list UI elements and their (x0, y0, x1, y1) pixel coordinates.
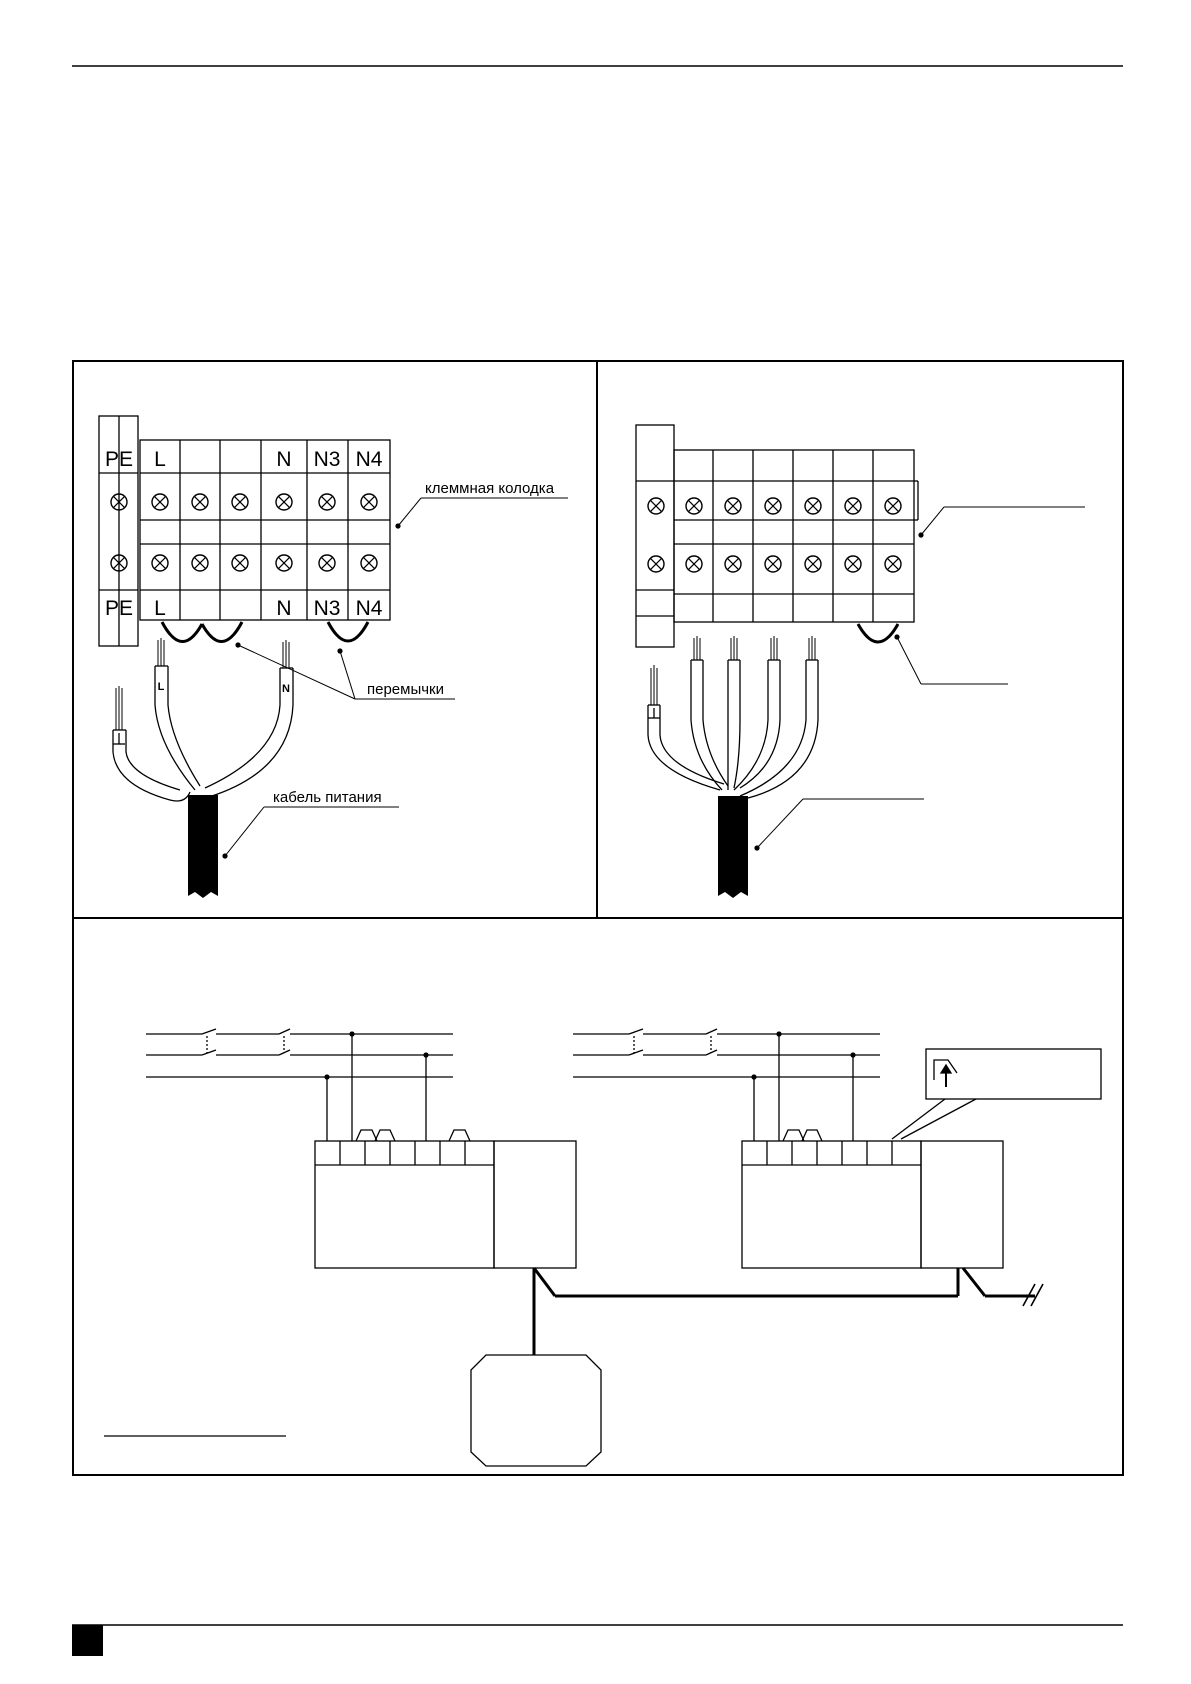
screw-icon (360, 493, 378, 511)
screw-icon (275, 493, 293, 511)
screw-icon (844, 555, 862, 573)
screw-icon (318, 554, 336, 572)
screw-icon (275, 554, 293, 572)
screw-icon (685, 497, 703, 515)
panel-1-jumpers (160, 621, 370, 643)
control-unit-left (314, 1140, 495, 1269)
panel-2-cable (647, 659, 819, 799)
ground-icon-2 (648, 708, 660, 719)
screw-icon (804, 497, 822, 515)
screw-icon (231, 554, 249, 572)
panel-1-cable (112, 665, 294, 802)
panel-3-junction-dots (324, 1031, 856, 1080)
screw-icon (191, 554, 209, 572)
terminal-block-2 (673, 449, 915, 623)
panel-2-screws (647, 497, 902, 573)
panel-2-wire-ends (650, 636, 816, 705)
sensor-symbol-icon (933, 1059, 958, 1087)
unit-right-terminals (766, 1129, 893, 1165)
panel-1-bottom-terminal-labels: PE L N N3 N4 (105, 597, 383, 620)
control-unit-right (741, 1140, 922, 1269)
terminal-label-l-bottom: L (154, 597, 166, 620)
terminal-label-n-bottom: N (276, 597, 291, 620)
supply-lines-right (573, 1028, 880, 1078)
screw-icon (647, 497, 665, 515)
screw-icon (884, 497, 902, 515)
terminal-label-pe-bottom: PE (105, 597, 133, 620)
screw-icon (110, 554, 128, 572)
panel-3 (104, 1028, 1102, 1467)
screw-icon (318, 493, 336, 511)
label-jumpers: перемычки (367, 681, 444, 698)
control-unit-right-aux (920, 1140, 1004, 1269)
wire-label-l: L (158, 681, 165, 693)
screw-icon (685, 555, 703, 573)
terminal-block (139, 439, 391, 621)
terminal-dividers-2 (712, 450, 874, 622)
wire-label-n: N (282, 683, 290, 695)
ground-icon (113, 733, 125, 745)
screw-icon (884, 555, 902, 573)
label-power-cable: кабель питания (273, 789, 382, 806)
panel-2-leaders (756, 506, 1085, 849)
wire-l (154, 666, 196, 791)
panel-1-leaders (224, 497, 568, 857)
screw-icon (191, 493, 209, 511)
wire-pe (112, 730, 191, 802)
panel-1-wire-ends (115, 638, 290, 730)
page-marker (72, 1625, 103, 1656)
label-terminal-block: клеммная колодка (425, 480, 555, 497)
terminal-label-n4-bottom: N4 (356, 597, 383, 620)
terminal-label-n3-top: N3 (314, 448, 341, 471)
terminal-label-n-top: N (276, 448, 291, 471)
panel-1-leader-dots (222, 523, 401, 859)
screw-icon (804, 555, 822, 573)
sensor-callout-box (925, 1048, 1102, 1100)
jumper-l (160, 621, 204, 643)
jumper-n3-n4 (326, 621, 370, 643)
screw-icon (764, 497, 782, 515)
control-unit-left-aux (493, 1140, 577, 1269)
power-cable-sheath (188, 795, 218, 898)
screw-icon (764, 555, 782, 573)
room-controller (470, 1354, 602, 1467)
terminal-label-n4-top: N4 (356, 448, 383, 471)
screw-icon (151, 554, 169, 572)
panel-1-top-terminal-labels: PE L N N3 N4 (105, 448, 383, 471)
power-cable-sheath-2 (718, 796, 748, 898)
panel-2-leader-dots (754, 532, 924, 851)
terminal-label-n3-bottom: N3 (314, 597, 341, 620)
pe-rail-2 (635, 424, 675, 648)
panel-1 (98, 415, 391, 647)
screw-icon (110, 493, 128, 511)
terminal-dividers (179, 440, 349, 620)
screw-icon (647, 555, 665, 573)
screw-icon (724, 497, 742, 515)
terminal-label-pe-top: PE (105, 448, 133, 471)
screw-icon (724, 555, 742, 573)
screw-icon (151, 493, 169, 511)
screw-icon (844, 497, 862, 515)
panel-1-screws (110, 493, 378, 572)
supply-lines-left (146, 1028, 453, 1078)
terminal-label-l-top: L (154, 448, 166, 471)
unit-left-terminals (339, 1129, 471, 1165)
panel-2 (635, 424, 919, 648)
jumper-l2 (200, 621, 244, 643)
jumper-panel-2 (856, 623, 900, 644)
wire-n (204, 668, 281, 789)
screw-icon (231, 493, 249, 511)
screw-icon (360, 554, 378, 572)
